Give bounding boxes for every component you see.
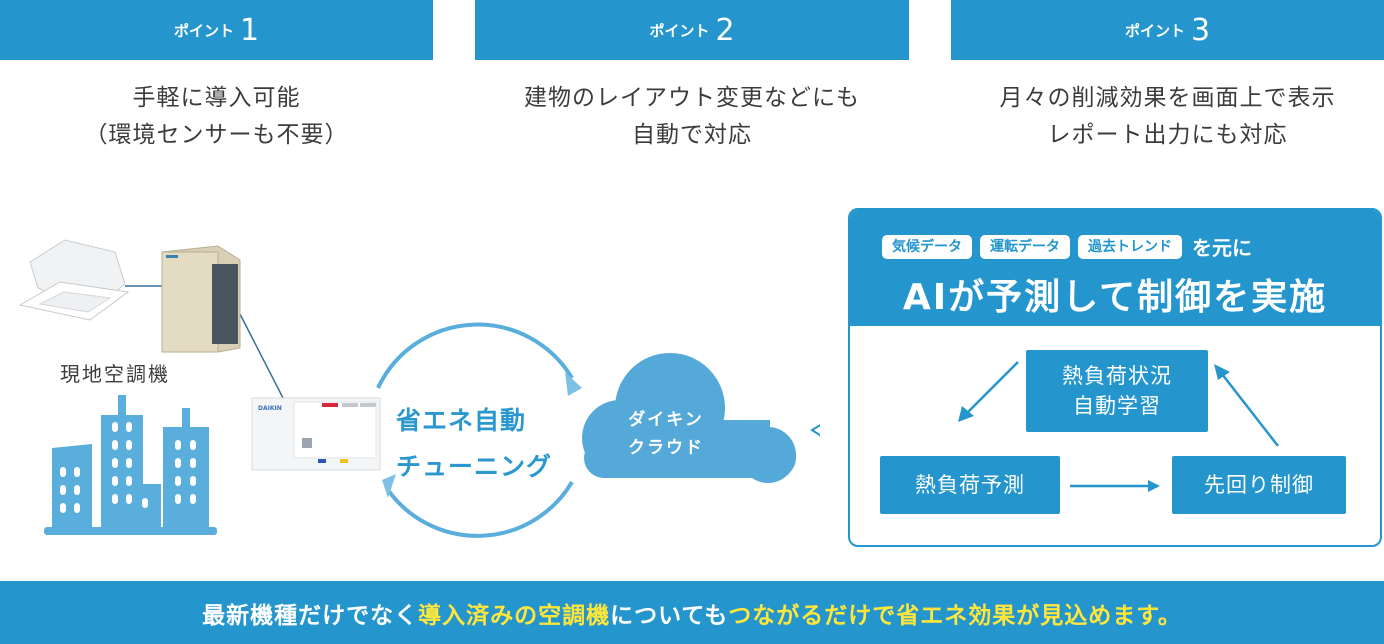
- arc-arrow-top: [376, 322, 574, 389]
- point-desc-line: 手軽に導入可能: [132, 85, 301, 111]
- arrow-head-icon: [958, 406, 974, 422]
- arrow-control-to-learn: [1221, 373, 1279, 447]
- point-3-header: ポイント 3: [951, 0, 1384, 60]
- box-text-line: 自動学習: [1073, 394, 1161, 418]
- point-3-description: 月々の削減効果を画面上で表示 レポート出力にも対応: [951, 80, 1384, 154]
- outdoor-unit-icon: [161, 245, 241, 353]
- ai-panel-title: AIが予測して制御を実施: [902, 277, 1328, 318]
- cloud-icon: [582, 353, 796, 483]
- bottom-highlight-effect: つながるだけで省エネ効果が見込めます。: [728, 602, 1182, 629]
- box-proactive-control: 先回り制御: [1172, 456, 1346, 514]
- cloud-label-line: クラウド: [628, 438, 704, 458]
- point-desc-line: 月々の削減効果を画面上で表示: [999, 85, 1336, 111]
- arrow-head-icon: [1214, 364, 1230, 380]
- chips-suffix: を元に: [1192, 236, 1252, 260]
- cycle-arrows: [958, 361, 1279, 492]
- device-brand-label: DAIKIN: [258, 405, 282, 412]
- chip-operation-data: 運転データ: [980, 234, 1070, 259]
- point-number: 2: [715, 12, 735, 48]
- data-source-chips: 気候データ 運転データ 過去トレンド を元に: [882, 232, 1252, 261]
- tuning-cycle-graphic: [376, 322, 820, 538]
- point-2-header: ポイント 2: [475, 0, 909, 60]
- box-heat-load-prediction: 熱負荷予測: [880, 456, 1060, 514]
- chip-climate-data: 気候データ: [882, 234, 972, 259]
- ai-panel-header: 気候データ 運転データ 過去トレンド を元に AIが予測して制御を実施: [850, 210, 1380, 326]
- point-number: 1: [239, 12, 260, 48]
- equipment-diagram: DAIKIN: [18, 239, 381, 535]
- point-number: 3: [1190, 12, 1211, 48]
- point-desc-line: 建物のレイアウト変更などにも: [524, 85, 860, 111]
- arrow-head-left-icon: [382, 474, 396, 498]
- ai-control-panel: 気候データ 運転データ 過去トレンド を元に AIが予測して制御を実施 熱負荷状…: [848, 208, 1382, 547]
- bottom-text-part: 最新機種だけでなく: [202, 602, 419, 629]
- cloud-label: ダイキン クラウド: [606, 406, 726, 462]
- aircon-label: 現地空調機: [60, 362, 170, 386]
- point-desc-line: 自動で対応: [632, 122, 752, 148]
- point-1-header: ポイント 1: [0, 0, 433, 60]
- connector-line: [239, 313, 284, 399]
- controller-device-icon: DAIKIN: [251, 397, 381, 471]
- cloud-label-line: ダイキン: [628, 410, 704, 430]
- bottom-text-part: についても: [610, 602, 729, 629]
- auto-tuning-line: チューニング: [396, 452, 553, 481]
- arrow-head-icon: [1148, 480, 1160, 492]
- auto-tuning-label: 省エネ自動 チューニング: [396, 398, 552, 490]
- bottom-highlight-installed: 導入済みの空調機: [418, 602, 611, 629]
- arc-arrow-bottom: [386, 480, 574, 538]
- bottom-message-banner: 最新機種だけでなく 導入済みの空調機 についても つながるだけで省エネ効果が見込…: [0, 581, 1384, 644]
- point-2-description: 建物のレイアウト変更などにも 自動で対応: [475, 80, 909, 154]
- arrow-learn-to-predict: [965, 361, 1019, 415]
- point-desc-line: （環境センサーも不要）: [84, 122, 349, 148]
- point-label: ポイント: [173, 21, 234, 40]
- point-label: ポイント: [649, 21, 710, 40]
- auto-tuning-line: 省エネ自動: [396, 406, 527, 435]
- ceiling-cassette-icon: [18, 239, 130, 321]
- box-text-line: 熱負荷状況: [1062, 364, 1172, 388]
- point-1-description: 手軽に導入可能 （環境センサーも不要）: [0, 80, 433, 154]
- point-label: ポイント: [1124, 21, 1185, 40]
- point-desc-line: レポート出力にも対応: [1047, 122, 1288, 148]
- box-auto-learning: 熱負荷状況 自動学習: [1026, 350, 1208, 432]
- arrow-head-right-icon: [565, 372, 582, 396]
- chip-past-trend: 過去トレンド: [1078, 234, 1182, 259]
